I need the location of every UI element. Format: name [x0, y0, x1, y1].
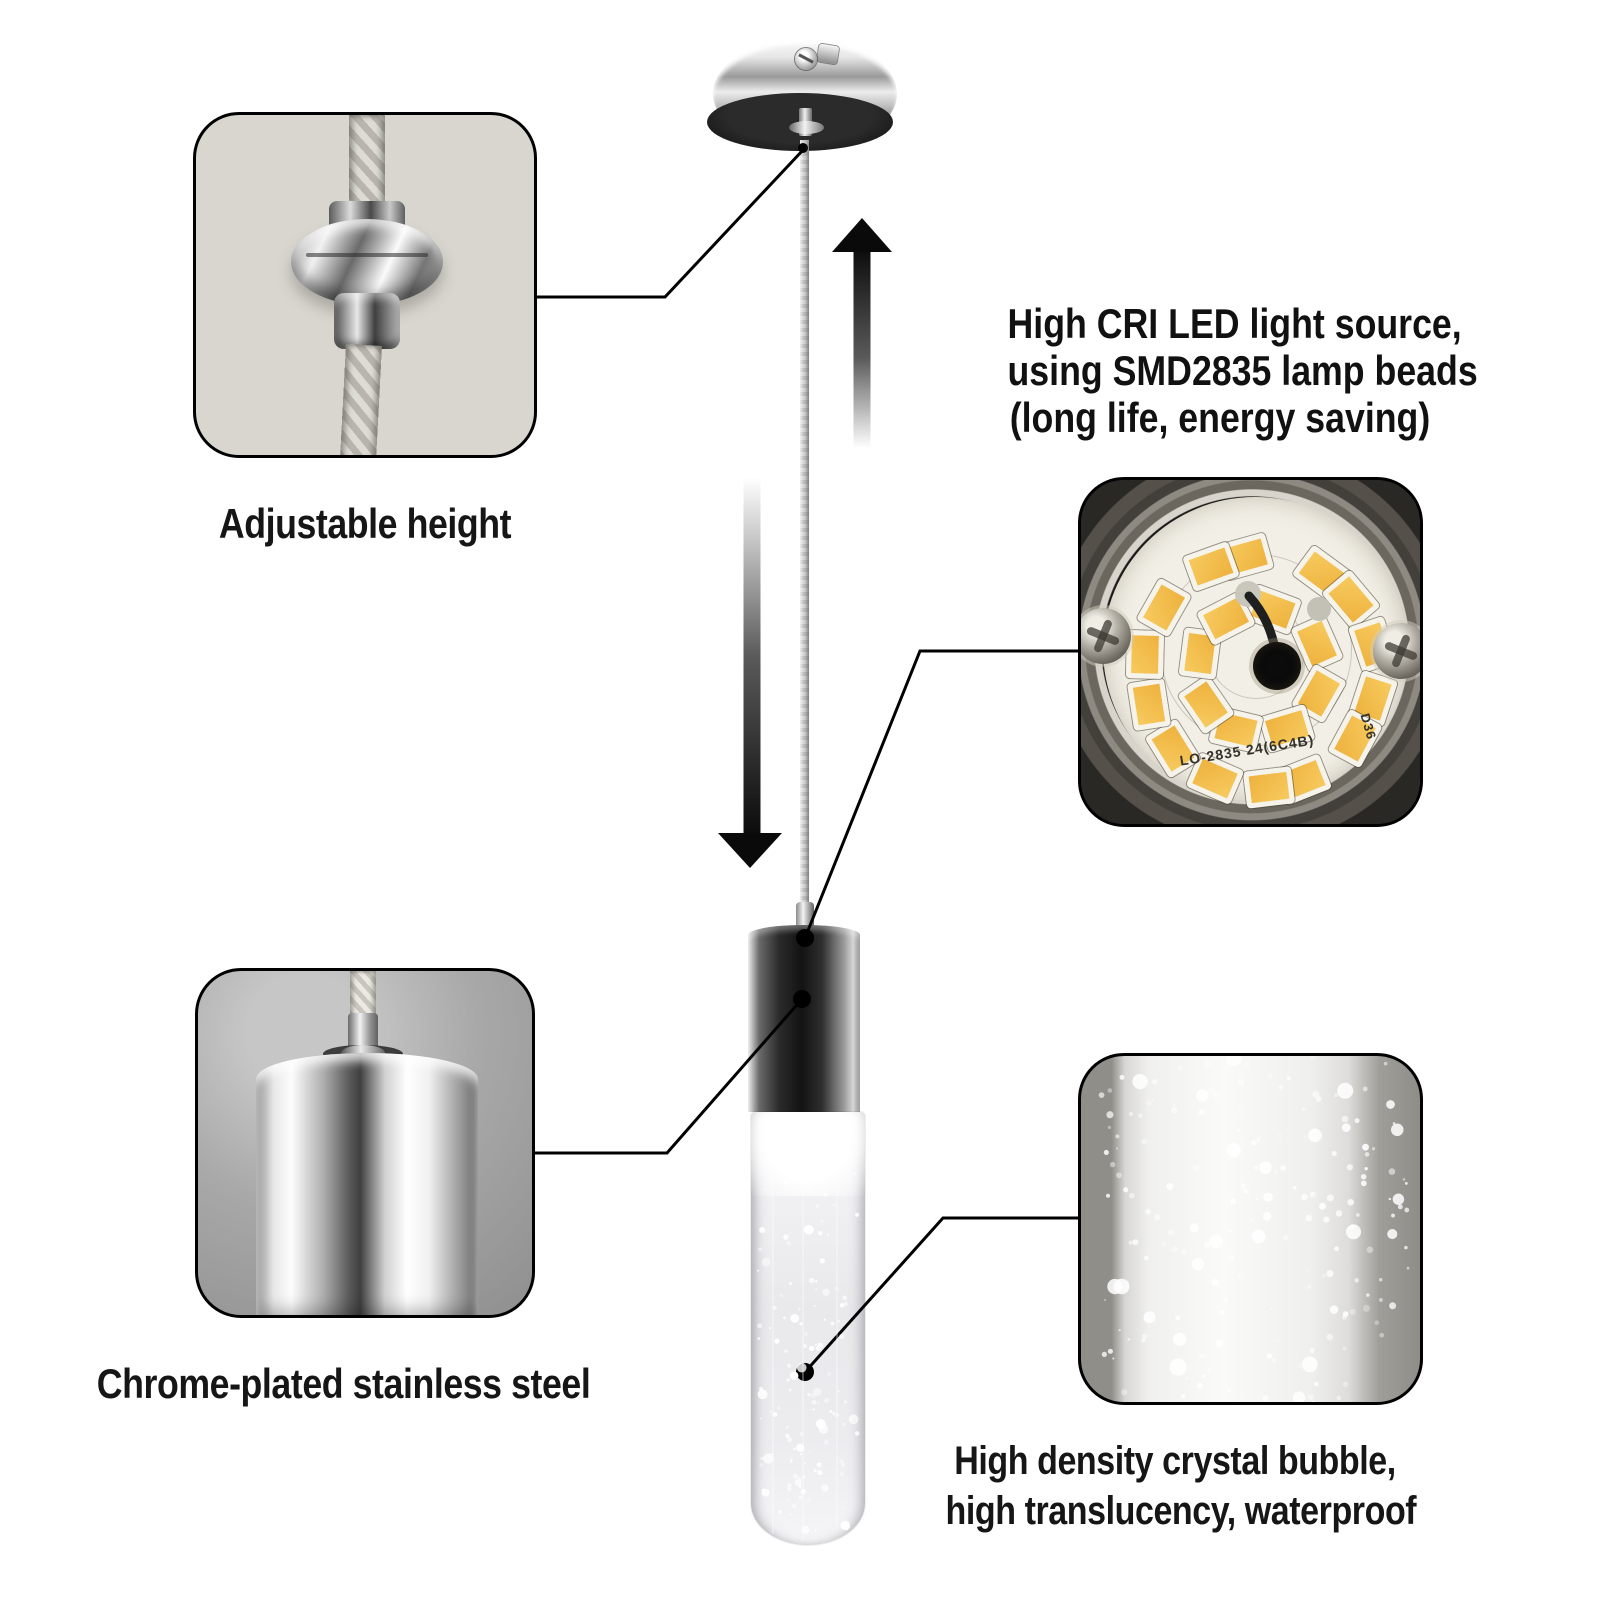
crystal-top-glow [751, 1112, 865, 1196]
led-feature-line3: (long life, energy saving) [1009, 394, 1431, 441]
led-center-hole [1253, 642, 1301, 690]
suspension-cable [800, 140, 809, 908]
led-feature-line2: using SMD2835 lamp beads [1007, 347, 1478, 394]
led-pcb-image: LO-2835 24(6C4B) D36 [1103, 497, 1407, 809]
down-arrow-icon [718, 478, 782, 868]
caption-crystal-line1: High density crystal bubble, [954, 1439, 1396, 1483]
caption-adjustable-height: Adjustable height [218, 500, 512, 547]
canopy-cord-flange [789, 121, 824, 134]
chrome-steel-photo [195, 968, 535, 1318]
crystal-bubble-photo [1078, 1053, 1423, 1405]
caption-chrome-steel: Chrome-plated stainless steel [96, 1360, 591, 1407]
adjuster-collar-image [334, 293, 400, 349]
adjuster-groove-image [306, 253, 428, 257]
canopy-screw [795, 48, 817, 70]
pcb-screw-left [1081, 608, 1131, 664]
braided-cable-image [339, 344, 382, 455]
cord-fitting-image [348, 1013, 378, 1051]
pcb-screw-right [1373, 623, 1420, 679]
callout-line-led [803, 649, 1078, 939]
adjuster-disc-image [291, 219, 443, 305]
led-board-photo: LO-2835 24(6C4B) D36 [1078, 477, 1423, 827]
pendant-chrome-section [748, 925, 860, 1112]
braided-cord-image [350, 971, 376, 1017]
led-feature-line1: High CRI LED light source, [1007, 300, 1462, 347]
caption-crystal-bubble: High density crystal bubble, high transl… [945, 1436, 1417, 1536]
pendant-crystal-section [751, 1112, 865, 1545]
up-arrow-icon [832, 218, 892, 448]
bubble-sparkles [1098, 1056, 1410, 1402]
led-feature-text: High CRI LED light source, using SMD2835… [1007, 300, 1478, 441]
caption-crystal-line2: high translucency, waterproof [945, 1489, 1417, 1533]
callout-line-adjuster [537, 148, 805, 299]
canopy-notch [816, 43, 840, 65]
adjustable-height-photo [193, 112, 537, 458]
chrome-cylinder-image [256, 1053, 478, 1315]
